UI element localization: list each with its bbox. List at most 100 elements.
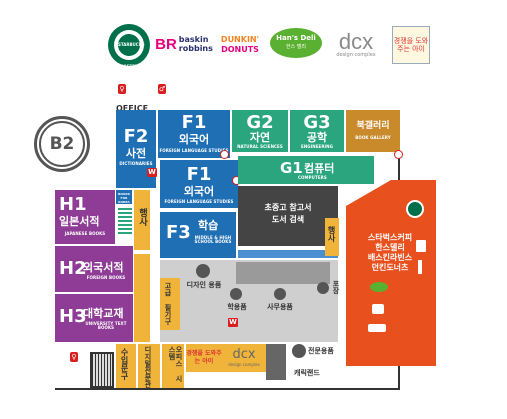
zone-g1-code: G1 [280,159,303,177]
zone-electronics-name: 전문용품 [308,347,334,355]
zone-gift[interactable]: 고급 필기구 [160,278,180,330]
zone-g1-sub: COMPUTERS [298,175,327,180]
zone-book-gallery-sub: BOOK GALLERY [355,135,391,140]
zone-h2[interactable]: H2 외국서적 FOREIGN BOOKS [55,246,133,292]
zone-book-gallery[interactable]: 북갤러리 BOOK GALLERY [346,110,400,152]
zone-g2-code: G2 [246,112,274,133]
zone-office-supply-name: 사무용품 [267,303,293,311]
zone-side-yellow [134,254,150,342]
zone-food-court[interactable]: 스타벅스커피 한스델리 배스킨라빈스 던킨도너츠 [346,180,436,366]
zone-center-search[interactable]: 초중고 참고서 도서 검색 [238,186,338,246]
zone-f3-sub: MIDDLE & HIGH SCHOOL BOOKS [194,235,232,244]
zone-f1-mid-code: F1 [186,164,212,185]
zone-h3[interactable]: H3 대학교재 UNIVERSITY TEXT BOOKS [55,294,133,342]
dunkin-text: DUNKIN' [220,35,260,44]
zone-hakyong[interactable]: 학용품 [222,288,252,318]
electronics-icon [292,344,306,358]
zone-hangsa[interactable]: 행사 [134,190,150,250]
dunkin-donuts-logo: DUNKIN' DONUTS [218,30,262,60]
zone-f3-code: F3 [166,222,191,243]
zone-books-korea-name: BOOKS FOR KOREA [118,192,130,204]
zone-g3[interactable]: G3 공학 ENGINEERING [290,110,344,152]
zone-digital[interactable] [236,262,330,284]
restroom-icon-top-left: ♀ [118,84,126,94]
zone-g3-sub: ENGINEERING [301,144,333,149]
zone-f3-name: 학습 [198,219,219,232]
restroom-icon-bottom-left: ♀ [70,352,78,362]
fork-icon [418,260,422,274]
zone-side-right[interactable]: 행사 [325,218,339,256]
wrap-badge-mid: W [228,318,238,327]
zone-h3-name: 대학교재 [83,307,124,320]
floor-badge: B2 [34,116,90,172]
restroom-icon-top-right: ♂ [158,84,166,94]
zone-bottom-dark [266,344,286,380]
zone-f2-name: 사전 [125,147,147,160]
gyeongeul-logo: 경쟁을 도와주는 아이 [392,26,430,64]
food-court-line3: 배스킨라빈스 [367,253,413,262]
design-icon [196,264,210,278]
zone-g2-sub: NATURAL SCIENCES [237,144,283,149]
zone-center-search-line1: 초중고 참고서 [264,203,312,212]
baskin-small-icon [372,304,384,314]
zone-bottom-dcx[interactable]: dcx design complex [222,344,266,372]
dcx-logo: dcx design complex [328,28,384,60]
dcx-text: dcx [338,28,374,54]
brand-logos: STARBUCKS COFFEE BR baskin robbins DUNKI… [100,22,500,72]
zone-books-korea[interactable]: BOOKS FOR KOREA [116,190,132,204]
dcx-sub: design complex [336,51,376,58]
zone-electronics[interactable]: 전문용품 [290,340,346,364]
dunkin-small-icon [368,324,386,332]
gift-icon [317,282,329,294]
zone-bottom-2[interactable]: 디지털전문관 [138,344,160,388]
pen-icon [230,288,242,300]
zone-h3-sub: UNIVERSITY TEXT BOOKS [85,321,127,330]
wrap-badge-top: W [147,168,157,177]
zone-f3[interactable]: F3 학습 MIDDLE & HIGH SCHOOL BOOKS [160,212,236,258]
zone-g3-name: 공학 [306,131,328,144]
zone-h2-name: 외국서적 [83,261,124,274]
zone-gift-name: 고급 필기구 [164,282,172,325]
zone-bottom-1-name: 수입문구 [120,348,129,380]
starbucks-small-icon [406,200,424,218]
zone-bottom-yellow[interactable]: 경쟁을 도와주는 아이 [186,344,222,372]
zone-h1-name: 일본서적 [59,215,100,228]
zone-office-supply[interactable]: 사무용품 [260,288,300,318]
robbins-text: robbins [178,44,213,53]
zone-bottom-1[interactable]: 수입문구 [116,344,136,388]
cup-icon [416,240,426,252]
donuts-text: DONUTS [221,45,259,54]
zone-g2-name: 자연 [249,131,271,144]
zone-bottom-yellow-name: 경쟁을 도와주는 아이 [186,350,222,365]
zone-h1[interactable]: H1 일본서적 JAPANESE BOOKS [55,190,115,244]
gyeongeul-text: 경쟁을 도와주는 아이 [393,37,429,53]
zone-design-name: 디자인 용품 [186,281,222,289]
zone-f2-code: F2 [123,126,149,147]
hans-deli-small-icon [370,282,388,292]
zone-f1-top-name: 외국어 [178,133,210,146]
zone-design[interactable]: 디자인 용품 [186,262,222,302]
zone-f1-top[interactable]: F1 외국어 FOREIGN LANGUAGE STUDIES [158,110,230,158]
zone-bottom-3[interactable]: 오피스 시스템 [162,344,184,388]
zone-bottom-3-name: 오피스 시스템 [168,346,183,382]
zone-bottom-2-name: 디지털전문관 [144,346,152,388]
zone-g2[interactable]: G2 자연 NATURAL SCIENCES [232,110,288,152]
info-marker-2 [394,150,403,159]
zone-character[interactable]: 캐릭랜드 [290,366,346,382]
zone-hakyong-name: 학용품 [227,303,247,311]
zone-h2-sub: FOREIGN BOOKS [86,275,126,280]
zone-h2-code: H2 [59,258,87,279]
info-marker-1 [220,150,229,159]
zone-bottom-dcx-name: dcx [232,347,256,362]
baskin-robbins-logo: BR baskin robbins [155,32,213,56]
zone-wrapping[interactable]: 포장 [310,280,340,310]
zone-side-right-name: 행사 [327,226,336,242]
zone-h1-code: H1 [59,194,87,215]
zone-f1-mid[interactable]: F1 외국어 FOREIGN LANGUAGE STUDIES [160,160,238,208]
zone-f2[interactable]: F2 사전 DICTIONARIES [116,110,156,188]
zone-book-gallery-name: 북갤러리 [356,121,390,131]
zone-g1[interactable]: G1 컴퓨터 COMPUTERS [238,156,374,184]
zone-character-name: 캐릭랜드 [294,369,320,377]
floor-label: B2 [49,134,75,154]
food-court-line2: 한스델리 [375,243,405,252]
